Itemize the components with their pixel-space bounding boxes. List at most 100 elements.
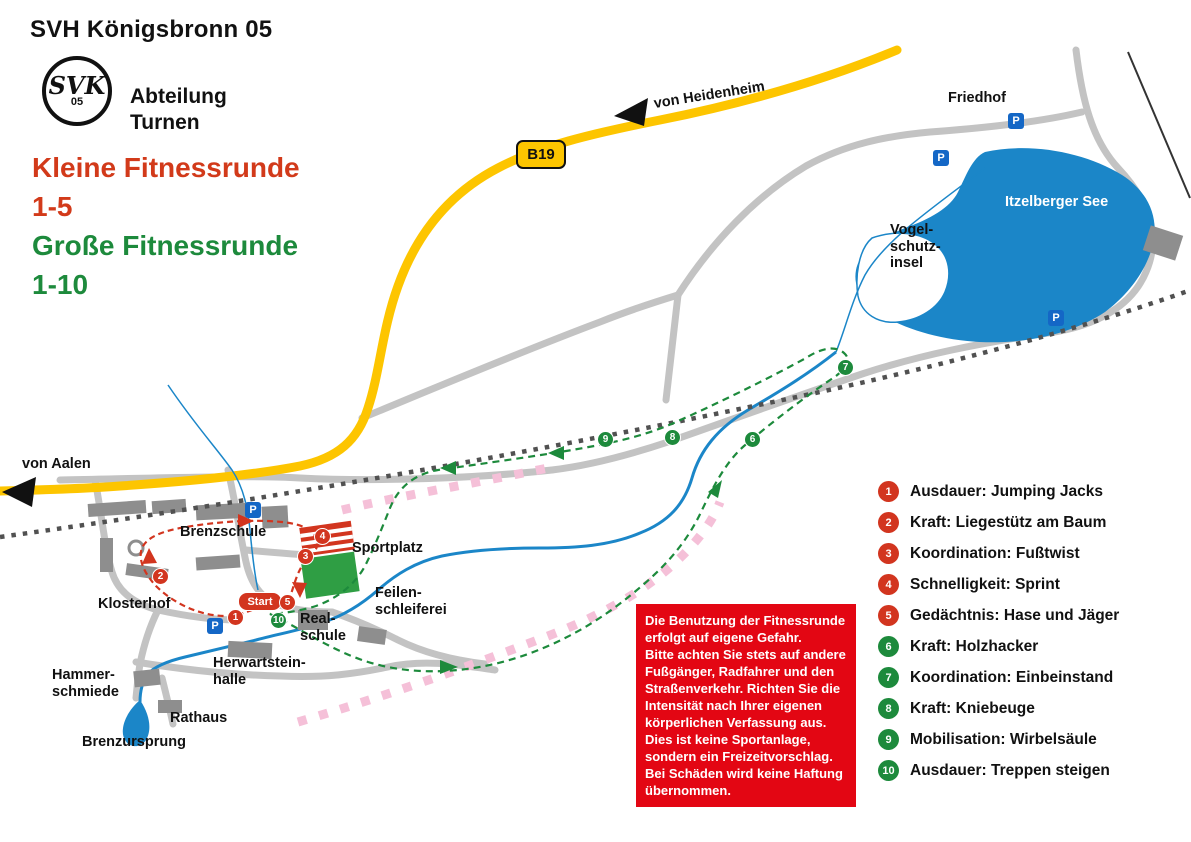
route-arrow — [548, 446, 564, 460]
label-brenzursprung: Brenzursprung — [82, 734, 186, 750]
direction-von-aalen: von Aalen — [22, 456, 91, 472]
legend-item: 6 Kraft: Holzhacker — [878, 636, 1119, 657]
building — [1142, 225, 1184, 261]
start-badge: Start — [238, 592, 282, 611]
legend-item-label: Schnelligkeit: Sprint — [910, 575, 1060, 593]
legend-number-badge: 7 — [878, 667, 899, 688]
b19-road-badge: B19 — [516, 140, 566, 169]
water — [122, 148, 1155, 747]
disclaimer-box: Die Benutzung der Fitnessrunde erfolgt a… — [636, 604, 856, 807]
road-village-main — [56, 466, 556, 484]
building — [151, 498, 187, 515]
legend-item-label: Kraft: Liegestütz am Baum — [910, 513, 1107, 531]
legend-number-badge: 2 — [878, 512, 899, 533]
route-arrow — [238, 514, 254, 528]
river-brenz — [138, 350, 837, 703]
club-logo-year: 05 — [70, 96, 84, 108]
legend-item: 4 Schnelligkeit: Sprint — [878, 574, 1119, 595]
department-label: Abteilung Turnen — [130, 85, 227, 134]
label-sportplatz: Sportplatz — [352, 540, 423, 556]
trail-markers-pink — [296, 463, 725, 727]
legend-item-label: Ausdauer: Jumping Jacks — [910, 482, 1103, 500]
legend-item-label: Gedächtnis: Hase und Jäger — [910, 606, 1120, 624]
pink-trail-lower — [296, 500, 725, 727]
route-marker-10: 10 — [270, 612, 287, 629]
sportplatz-field — [298, 520, 362, 601]
legend-item: 2 Kraft: Liegestütz am Baum — [878, 512, 1119, 533]
label-brenzschule: Brenzschule — [180, 524, 267, 540]
legend-item-label: Koordination: Fußtwist — [910, 544, 1080, 562]
route-kleine-fitnessrunde — [139, 514, 319, 618]
route-marker-3: 3 — [297, 548, 314, 565]
route-marker-9: 9 — [597, 431, 614, 448]
legend-item-label: Koordination: Einbeinstand — [910, 668, 1114, 686]
legend-item: 7 Koordination: Einbeinstand — [878, 667, 1119, 688]
stream-inflow — [835, 167, 986, 353]
legend-number-badge: 1 — [878, 481, 899, 502]
route-marker-6: 6 — [744, 431, 761, 448]
big-route-title: Große Fitnessrunde — [32, 230, 299, 261]
legend-item: 5 Gedächtnis: Hase und Jäger — [878, 605, 1119, 626]
route-arrow — [142, 548, 157, 564]
route-red-path — [139, 519, 319, 618]
legend-item: 8 Kraft: Kniebeuge — [878, 698, 1119, 719]
route-green-path — [269, 347, 849, 673]
route-arrow — [440, 660, 458, 674]
route-arrow — [708, 480, 722, 498]
building — [100, 538, 113, 572]
label-hammerschmiede: Hammer- schmiede — [52, 667, 119, 700]
route-marker-5: 5 — [279, 594, 296, 611]
legend-item: 1 Ausdauer: Jumping Jacks — [878, 481, 1119, 502]
legend-number-badge: 4 — [878, 574, 899, 595]
legend-item-label: Ausdauer: Treppen steigen — [910, 761, 1110, 779]
pink-trail-upper — [340, 463, 549, 515]
legend-item-label: Mobilisation: Wirbelsäule — [910, 730, 1097, 748]
route-marker-4: 4 — [314, 528, 331, 545]
legend-number-badge: 3 — [878, 543, 899, 564]
buildings — [87, 225, 1184, 713]
legend-number-badge: 6 — [878, 636, 899, 657]
legend-item: 3 Koordination: Fußtwist — [878, 543, 1119, 564]
label-herwartsteinhalle: Herwartstein- halle — [213, 655, 306, 688]
building-hammerschmiede — [133, 668, 161, 688]
label-vogelschutzinsel: Vogel- schutz- insel — [890, 222, 941, 271]
railway-crossing-line — [1127, 51, 1191, 199]
street-klosterhof — [91, 476, 241, 624]
route-marker-2: 2 — [152, 568, 169, 585]
building-feilenschleiferei — [357, 626, 387, 645]
small-route-title: Kleine Fitnessrunde — [32, 152, 300, 183]
street-feilen — [328, 608, 489, 668]
brenzursprung-spring — [122, 700, 150, 747]
building — [87, 499, 147, 518]
street-south — [132, 658, 499, 681]
building — [195, 554, 241, 571]
legend-item-label: Kraft: Holzhacker — [910, 637, 1039, 655]
parking-icon: P — [207, 618, 223, 634]
building-rathaus — [158, 700, 182, 713]
label-itzelberger-see: Itzelberger See — [1005, 194, 1109, 210]
legend-item: 9 Mobilisation: Wirbelsäule — [878, 729, 1119, 750]
legend-number-badge: 9 — [878, 729, 899, 750]
route-marker-7: 7 — [837, 359, 854, 376]
arrow-von-aalen — [2, 477, 36, 507]
parking-icon: P — [1048, 310, 1064, 326]
route-marker-1: 1 — [227, 609, 244, 626]
big-route-range: 1-10 — [32, 269, 89, 300]
fountain — [127, 539, 145, 557]
road-diagonal — [358, 291, 682, 422]
legend-number-badge: 5 — [878, 605, 899, 626]
building-realschule — [298, 610, 328, 630]
building-herwartsteinhalle — [227, 640, 273, 660]
legend-item: 10 Ausdauer: Treppen steigen — [878, 760, 1119, 781]
arrow-von-heidenheim — [614, 98, 648, 126]
label-feilenschleiferei: Feilen- schleiferei — [375, 585, 447, 618]
exercise-legend: 1 Ausdauer: Jumping Jacks 2 Kraft: Liege… — [878, 481, 1119, 781]
grandstand-stripe — [302, 542, 355, 554]
route-grosse-fitnessrunde — [269, 347, 849, 674]
parking-icon: P — [1008, 113, 1024, 129]
road-connector — [662, 291, 682, 404]
label-klosterhof: Klosterhof — [98, 596, 171, 612]
legend-number-badge: 8 — [878, 698, 899, 719]
